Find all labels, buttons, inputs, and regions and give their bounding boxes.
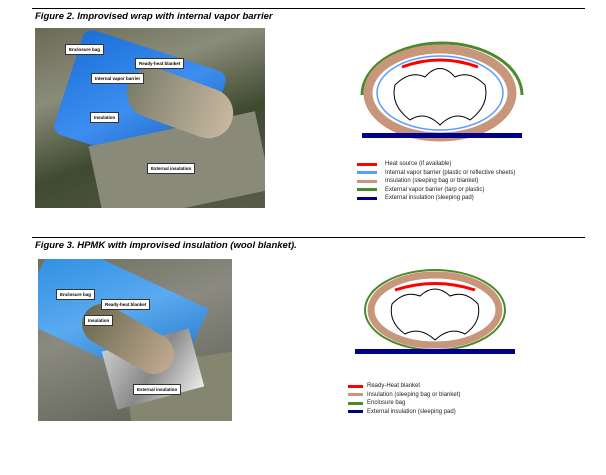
figure-2-legend: Heat source (if available) Internal vapo…: [357, 160, 515, 203]
legend-item: Ready-Heat blanket: [348, 382, 460, 391]
external-vapor-barrier: [360, 41, 524, 96]
photo-label: Ready-heat blanket: [101, 299, 151, 310]
figure-3-diagram: [355, 269, 515, 354]
legend-item: External insulation (sleeping pad): [348, 408, 460, 417]
legend-label: Ready-Heat blanket: [367, 383, 421, 390]
legend-label: Insulation (sleeping bag or blanket): [385, 178, 479, 185]
casualty-figure: [390, 288, 480, 341]
figure-3-legend: Ready-Heat blanket Insulation (sleeping …: [348, 382, 460, 416]
photo-label: External insulation: [133, 384, 182, 395]
legend-label: External vapor barrier (tarp or plastic): [385, 186, 485, 193]
legend-label: External insulation (sleeping pad): [367, 408, 456, 415]
legend-item: Insulation (sleeping bag or blanket): [357, 177, 515, 186]
legend-item: Internal vapor barrier (plastic or refle…: [357, 169, 515, 178]
legend-label: Heat source (if available): [385, 161, 452, 168]
insulation: [367, 271, 503, 349]
legend-label: Enclosure bag: [367, 400, 406, 407]
external-insulation: [355, 349, 515, 354]
legend-item: Heat source (if available): [357, 160, 515, 169]
legend-label: External insulation (sleeping pad): [385, 195, 474, 202]
ready-heat-blanket: [394, 282, 476, 292]
figure-2-diagram: [360, 41, 524, 142]
heat-source: [401, 58, 479, 69]
photo-label: Insulation: [84, 315, 114, 326]
figure-2-photo: Enclosure bag Ready-heat blanket Interna…: [35, 28, 265, 208]
legend-label: Internal vapor barrier (plastic or refle…: [385, 169, 516, 176]
figure-3-title: Figure 3. HPMK with improvised insulatio…: [35, 240, 297, 251]
photo-label: Ready-heat blanket: [135, 58, 185, 69]
photo-label: Enclosure bag: [56, 289, 96, 300]
legend-item: External vapor barrier (tarp or plastic): [357, 186, 515, 195]
legend-item: Enclosure bag: [348, 399, 460, 408]
photo-label: External insulation: [147, 163, 196, 174]
legend-item: Insulation (sleeping bag or blanket): [348, 391, 460, 400]
middle-rule: [32, 237, 585, 238]
legend-item: External insulation (sleeping pad): [357, 194, 515, 203]
photo-label: Insulation: [90, 112, 120, 123]
external-insulation: [362, 133, 522, 138]
top-rule: [32, 8, 585, 9]
casualty-figure: [393, 68, 487, 126]
legend-label: Insulation (sleeping bag or blanket): [367, 391, 461, 398]
photo-label: Enclosure bag: [65, 44, 105, 55]
internal-vapor-barrier: [376, 55, 504, 131]
photo-label: Internal vapor barrier: [91, 73, 145, 84]
figure-2-title: Figure 2. Improvised wrap with internal …: [35, 11, 273, 22]
figure-3-photo: Enclosure bag Ready-heat blanket Insulat…: [38, 259, 232, 421]
